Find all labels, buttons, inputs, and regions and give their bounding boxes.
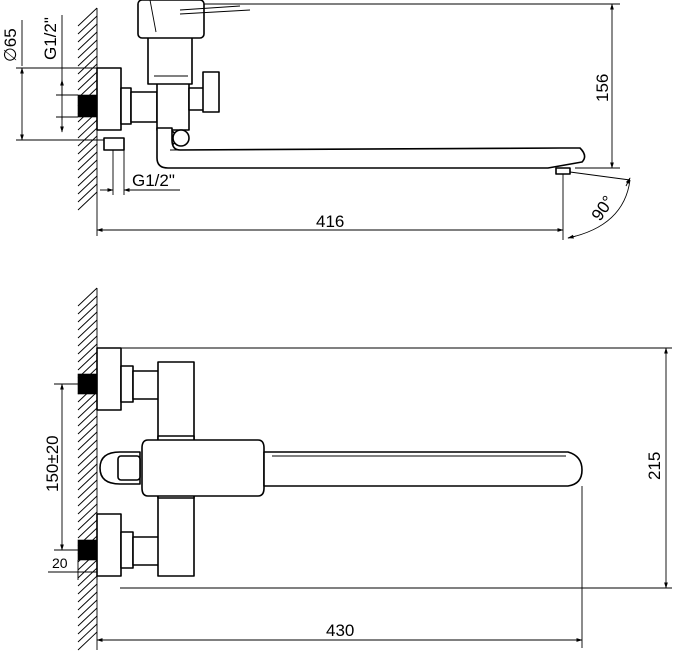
dim-wall-offset: 20 bbox=[48, 555, 98, 580]
thread-bottom-label: G1/2" bbox=[132, 171, 175, 190]
wall-hatch-line bbox=[77, 23, 98, 43]
wall-hatch-line bbox=[77, 511, 98, 531]
wall-hatch-line bbox=[77, 607, 98, 627]
wall-hatch-line bbox=[77, 175, 98, 195]
wall-hatch-line bbox=[77, 471, 98, 491]
wall-hatch-line bbox=[77, 151, 98, 171]
dim-angle-90: 90° bbox=[567, 171, 631, 239]
wall-hatch-line bbox=[77, 503, 98, 523]
wall-hatch-line bbox=[77, 631, 98, 651]
upper-connector-plan bbox=[77, 347, 195, 441]
dim-thread-bottom: G1/2" bbox=[100, 150, 180, 195]
wall-hatch-line bbox=[77, 183, 98, 203]
spout-side bbox=[156, 127, 586, 175]
wall-offset-label: 20 bbox=[52, 555, 68, 571]
wall-hatch-line bbox=[77, 599, 98, 619]
wall-hatch-line bbox=[77, 351, 98, 371]
height-top-label: 156 bbox=[593, 74, 612, 102]
wall-hatch-line bbox=[77, 575, 98, 595]
wall-hatch-line bbox=[77, 191, 98, 211]
lower-connector-plan bbox=[77, 493, 195, 577]
wall-hatch-line bbox=[77, 343, 98, 363]
wall-hatch-line bbox=[77, 71, 98, 91]
wall-hatch-line bbox=[77, 391, 98, 411]
wall-hatch-line bbox=[77, 31, 98, 51]
wall-hatch-line bbox=[77, 167, 98, 187]
wall-hatch-line bbox=[77, 63, 98, 83]
wall-hatch-line bbox=[77, 455, 98, 475]
dim-thread-top: G1/2" bbox=[41, 15, 78, 133]
wall-hatch-line bbox=[77, 463, 98, 483]
diameter-label: ∅65 bbox=[1, 28, 20, 62]
dim-height-215: 215 bbox=[120, 347, 672, 589]
wall-plan-view bbox=[77, 287, 98, 651]
height-plan-label: 215 bbox=[645, 452, 664, 480]
center-distance-label: 150±20 bbox=[43, 435, 62, 492]
wall-hatch-line bbox=[77, 487, 98, 507]
wall-hatch-line bbox=[77, 615, 98, 635]
wall-hatch-line bbox=[77, 479, 98, 499]
wall-hatch-line bbox=[77, 7, 98, 27]
wall-hatch-line bbox=[77, 407, 98, 427]
wall-hatch-line bbox=[77, 15, 98, 35]
dim-length-430: 430 bbox=[96, 486, 583, 648]
wall-hatch-line bbox=[77, 447, 98, 467]
wall-hatch-line bbox=[77, 39, 98, 59]
angle-label: 90° bbox=[588, 192, 618, 224]
wall-hatch-line bbox=[77, 119, 98, 139]
wall-hatch-line bbox=[77, 327, 98, 347]
wall-hatch-line bbox=[77, 159, 98, 179]
wall-hatch-line bbox=[77, 559, 98, 579]
wall-hatch-line bbox=[77, 583, 98, 603]
wall-hatch-line bbox=[77, 47, 98, 67]
wall-hatch-line bbox=[77, 135, 98, 155]
wall-hatch-line bbox=[77, 303, 98, 323]
length-plan-label: 430 bbox=[326, 621, 354, 640]
wall-hatch-line bbox=[77, 399, 98, 419]
wall-hatch-line bbox=[77, 55, 98, 75]
wall-hatch-line bbox=[77, 311, 98, 331]
wall-hatch-line bbox=[77, 431, 98, 451]
wall-hatch-line bbox=[77, 295, 98, 315]
wall-hatch-line bbox=[77, 143, 98, 163]
wall-hatch-line bbox=[77, 519, 98, 539]
side-view: G1/2" ∅65 G1/2" 156 bbox=[1, 0, 631, 240]
wall-hatch-line bbox=[77, 495, 98, 515]
wall-hatch-line bbox=[77, 567, 98, 587]
mixer-body-plan bbox=[99, 435, 583, 499]
thread-top-label: G1/2" bbox=[41, 17, 60, 60]
plan-view: 150±20 20 215 430 bbox=[43, 287, 672, 651]
wall-hatch-line bbox=[77, 319, 98, 339]
wall-hatch-line bbox=[77, 127, 98, 147]
length-top-label: 416 bbox=[316, 212, 344, 231]
dim-height-156: 156 bbox=[204, 3, 620, 169]
wall-hatch-line bbox=[77, 287, 98, 307]
wall-hatch-line bbox=[77, 423, 98, 443]
dim-center-distance: 150±20 bbox=[43, 383, 78, 551]
wall-hatch-line bbox=[77, 591, 98, 611]
wall-hatch-line bbox=[77, 623, 98, 643]
valve-body-side bbox=[130, 0, 251, 147]
wall-hatch-line bbox=[77, 335, 98, 355]
wall-hatch-line bbox=[77, 439, 98, 459]
dim-diameter: ∅65 bbox=[1, 20, 104, 141]
dim-length-416: 416 bbox=[96, 174, 564, 240]
wall-flange-side bbox=[77, 67, 132, 151]
wall-hatch-line bbox=[77, 415, 98, 435]
